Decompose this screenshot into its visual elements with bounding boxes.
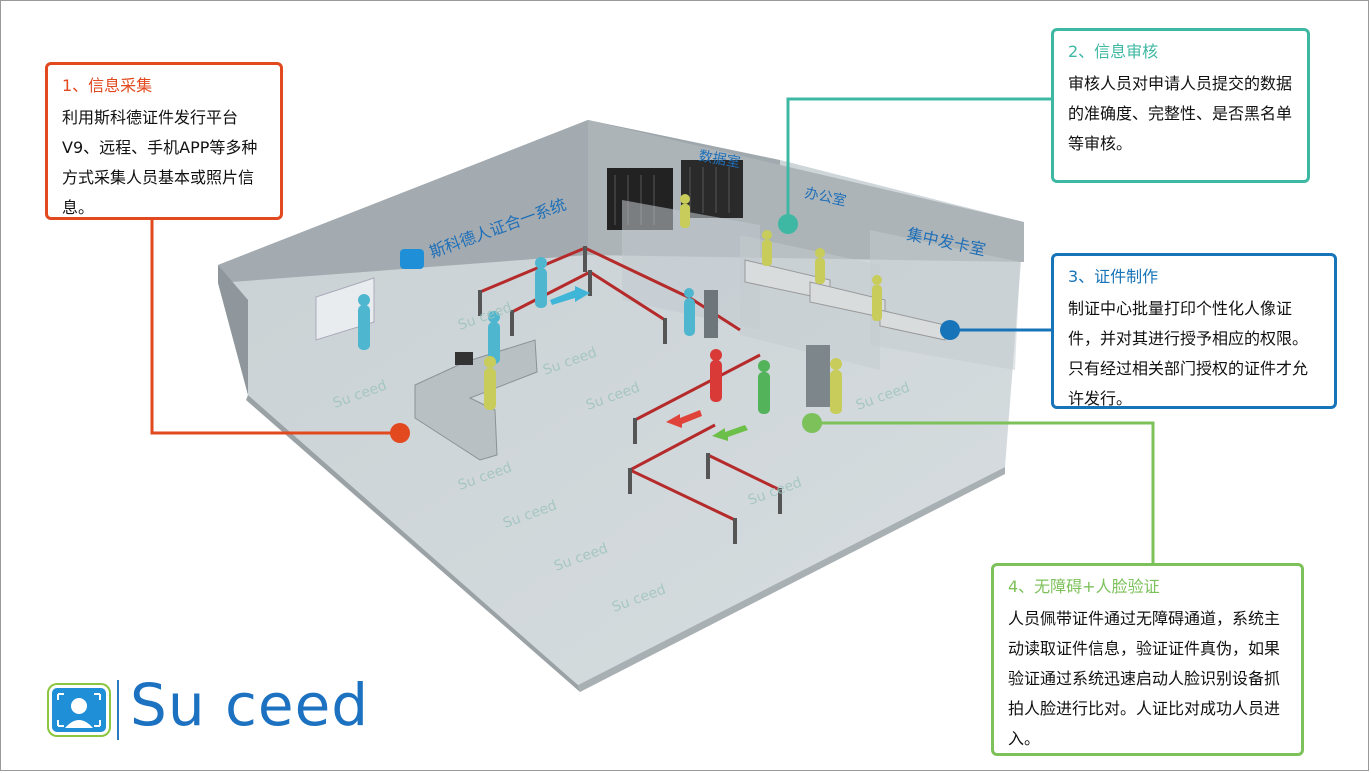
callout-step3-card-production: 3、证件制作 制证中心批量打印个性化人像证件，并对其进行授予相应的权限。只有经过… [1051,253,1337,409]
logo-separator [117,680,119,740]
floor-arrow-blue [550,286,590,305]
logo-wordmark: Su ceed [130,671,370,739]
callout-body: 人员佩带证件通过无障碍通道，系统主动读取证件信息，验证证件真伪，如果验证通过系统… [1008,609,1281,748]
callout-body: 利用斯科德证件发行平台V9、远程、手机APP等多种方式采集人员基本或照片信息。 [62,108,258,217]
left-wall [218,265,248,395]
brand-logo: Su ceed [46,671,436,746]
banner-logo-icon [400,249,424,269]
server-cabinet-2 [681,160,743,218]
card-desk-2 [879,309,946,341]
person-figures [358,194,882,414]
barrier-posts [478,246,782,544]
marker-dot-step1 [390,423,410,443]
face-gate-device [806,345,830,407]
callout-body: 制证中心批量打印个性化人像证件，并对其进行授予相应的权限。只有经过相关部门授权的… [1068,299,1309,408]
glass-partition-card [870,230,1020,370]
face-id-icon [49,685,109,735]
callout-title: 1、信息采集 [62,76,153,95]
floor-shadow-edge [246,395,580,692]
counter-monitor [455,352,473,365]
callout-title: 2、信息审核 [1068,42,1159,61]
floor-shadow-edge-right [578,467,1005,692]
access-gate [704,290,718,338]
connector-line-step1 [150,220,400,435]
callout-step4-face-verification: 4、无障碍+人脸验证 人员佩带证件通过无障碍通道，系统主动读取证件信息，验证证件… [991,563,1304,756]
back-wall-main [218,120,588,283]
marker-dot-step3 [940,320,960,340]
marker-dot-step2 [778,214,798,234]
callout-step2-info-review: 2、信息审核 审核人员对申请人员提交的数据的准确度、完整性、是否黑名单等审核。 [1051,28,1310,183]
callout-step1-info-collection: 1、信息采集 利用斯科德证件发行平台V9、远程、手机APP等多种方式采集人员基本… [45,62,283,220]
callout-title: 4、无障碍+人脸验证 [1008,577,1160,596]
marker-dot-step4 [802,413,822,433]
callout-body: 审核人员对申请人员提交的数据的准确度、完整性、是否黑名单等审核。 [1068,74,1293,153]
glass-partition-data [622,200,760,330]
callout-title: 3、证件制作 [1068,267,1159,286]
connector-line-step2 [786,97,1051,222]
connector-line-step4 [812,421,1155,563]
floor-arrow-green [712,425,748,441]
floor-arrow-red [666,410,702,428]
